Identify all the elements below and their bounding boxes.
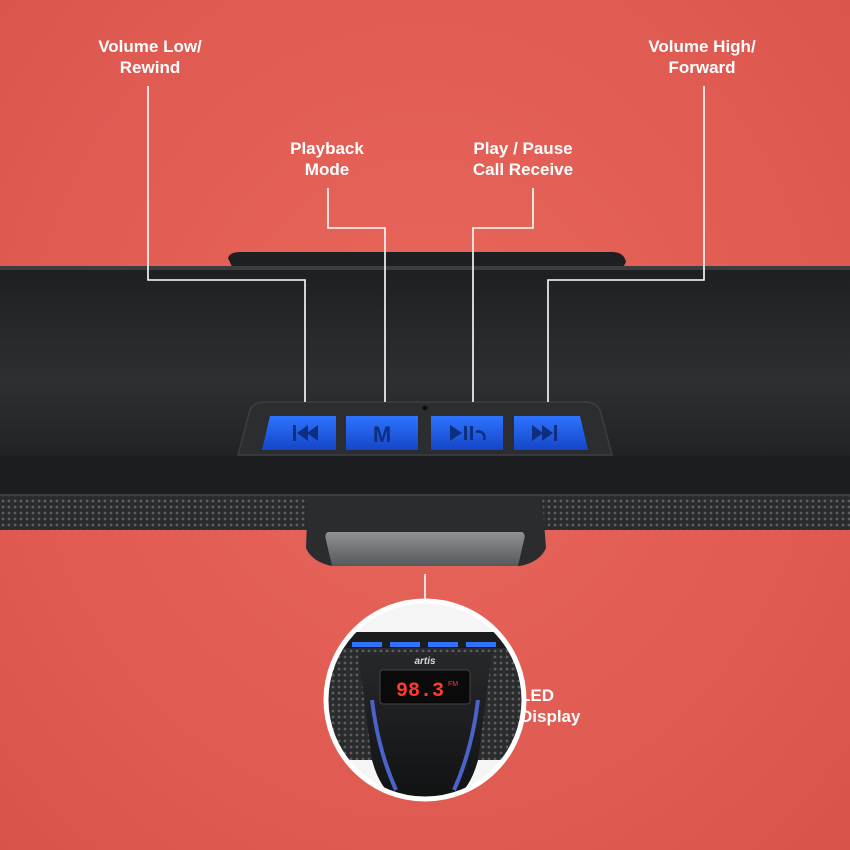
display-tray <box>325 532 525 566</box>
mode-button[interactable]: M <box>346 416 418 450</box>
led-frequency: 98.3 <box>396 680 444 703</box>
callout-lines <box>147 86 705 600</box>
led-screen <box>379 669 471 705</box>
speaker-mesh-left <box>0 494 310 530</box>
led-band: FM <box>448 681 458 688</box>
mode-icon: M <box>373 422 391 447</box>
play-pause-icon <box>450 425 486 441</box>
rewind-button[interactable] <box>262 416 336 450</box>
microphone-hole <box>422 405 428 411</box>
callout-volume-low-rewind: Volume Low/ Rewind <box>98 37 202 77</box>
brand-logo: artis <box>414 656 436 667</box>
play-pause-button[interactable] <box>431 416 503 450</box>
callout-playback-mode: Playback Mode <box>290 139 364 179</box>
led-display-zoom: 98.3 FM artis <box>323 598 527 802</box>
callout-volume-high-forward: Volume High/ Forward <box>648 37 756 77</box>
rewind-icon <box>293 425 318 441</box>
speaker-mesh-right <box>540 494 850 530</box>
callout-led-display: LED Display <box>520 686 581 726</box>
forward-button[interactable] <box>514 416 588 450</box>
forward-icon <box>532 425 557 441</box>
callout-play-pause: Play / Pause Call Receive <box>472 139 574 179</box>
